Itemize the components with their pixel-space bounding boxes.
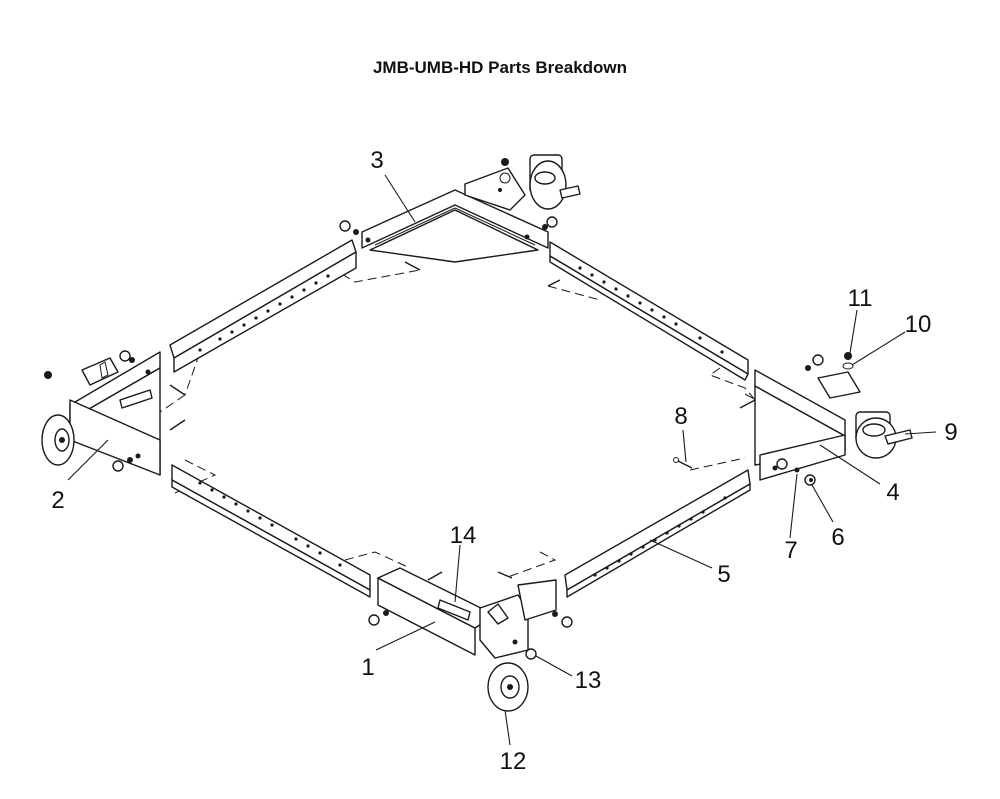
callout-1: 1 [361, 654, 374, 681]
caster-top [499, 154, 581, 210]
callout-12: 12 [500, 748, 527, 775]
rail-lower-right [564, 469, 751, 598]
rail-upper-right [549, 241, 749, 381]
leader-lines [67, 174, 937, 746]
callout-5: 5 [717, 561, 730, 588]
rail-holes [578, 266, 724, 354]
corner-bracket-left [69, 351, 161, 476]
fasteners-top [339, 216, 561, 287]
diagram-title: JMB-UMB-HD Parts Breakdown [372, 58, 628, 77]
callout-labels: 3 2 1 4 5 6 7 8 9 10 11 12 13 14 [51, 147, 957, 775]
callout-14: 14 [450, 522, 477, 549]
pin-part-8 [673, 457, 693, 469]
wheel-left [41, 414, 75, 466]
fasteners-front [368, 571, 573, 660]
rail-upper-left [169, 239, 357, 373]
callout-4: 4 [886, 479, 899, 506]
fasteners-right [739, 352, 854, 486]
callout-8: 8 [674, 403, 687, 430]
caster-right [855, 411, 913, 459]
callout-7: 7 [784, 537, 797, 564]
rail-lower-left [171, 464, 371, 598]
callout-6: 6 [831, 524, 844, 551]
callout-13: 13 [575, 667, 602, 694]
rail-holes [198, 481, 342, 567]
wheel-front [487, 662, 529, 712]
corner-bracket-right [754, 369, 861, 481]
callout-11: 11 [848, 285, 873, 312]
corner-bracket-front [377, 567, 557, 659]
rail-holes [593, 496, 727, 577]
fasteners-left [44, 350, 186, 472]
callout-9: 9 [944, 419, 957, 446]
callout-2: 2 [51, 487, 64, 514]
callout-10: 10 [905, 311, 932, 338]
callout-3: 3 [370, 147, 383, 174]
rail-holes [198, 274, 330, 352]
